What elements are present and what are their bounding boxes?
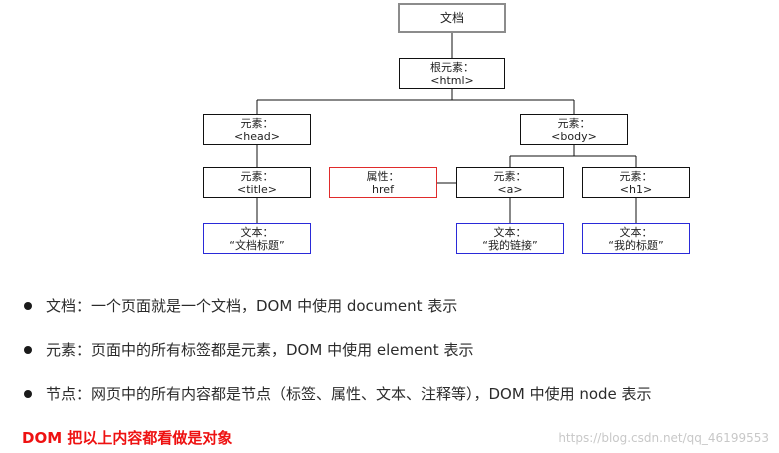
node-text-link: 文本： “我的链接” xyxy=(456,223,564,254)
node-html: 根元素： <html> xyxy=(399,58,505,89)
bullet-node-text: 节点：网页中的所有内容都是节点（标签、属性、文本、注释等），DOM 中使用 no… xyxy=(46,385,652,403)
tree-connectors xyxy=(256,32,637,223)
node-title-tag: <title> xyxy=(237,182,277,196)
bullet-document-text: 文档：一个页面就是一个文档，DOM 中使用 document 表示 xyxy=(46,297,458,315)
node-a-tag: <a> xyxy=(497,182,523,196)
bullet-element-text: 元素：页面中的所有标签都是元素，DOM 中使用 element 表示 xyxy=(46,341,474,359)
node-text-title: 文本： “文档标题” xyxy=(203,223,311,254)
node-html-tag: <html> xyxy=(430,73,474,87)
node-text-heading: 文本： “我的标题” xyxy=(582,223,690,254)
node-text-title-value: “文档标题” xyxy=(229,238,285,252)
node-head-tag: <head> xyxy=(234,129,280,143)
node-attribute-href: 属性： href xyxy=(329,167,437,198)
node-text-link-value: “我的链接” xyxy=(482,238,538,252)
node-html-kind: 根元素： xyxy=(430,60,474,74)
node-h1-tag: <h1> xyxy=(619,182,653,196)
node-head-kind: 元素： xyxy=(240,116,274,130)
node-attribute-name: href xyxy=(372,182,394,196)
node-head: 元素： <head> xyxy=(203,114,311,145)
dom-tree-diagram: 文档 根元素： <html> 元素： <head> 元素： <body> 元素：… xyxy=(203,3,690,254)
watermark-url: https://blog.csdn.net/qq_46199553 xyxy=(558,431,769,445)
node-title-kind: 元素： xyxy=(240,169,274,183)
node-body: 元素： <body> xyxy=(520,114,628,145)
bullet-dot-icon xyxy=(24,390,32,398)
node-a: 元素： <a> xyxy=(456,167,564,198)
node-a-kind: 元素： xyxy=(493,169,527,183)
node-h1: 元素： <h1> xyxy=(582,167,690,198)
bullet-dot-icon xyxy=(24,346,32,354)
node-document-label: 文档 xyxy=(439,10,464,25)
bullet-dot-icon xyxy=(24,302,32,310)
node-body-tag: <body> xyxy=(551,129,597,143)
node-body-kind: 元素： xyxy=(557,116,591,130)
summary-note: DOM 把以上内容都看做是对象 xyxy=(22,429,233,447)
node-text-link-kind: 文本： xyxy=(493,225,527,239)
node-h1-kind: 元素： xyxy=(619,169,653,183)
node-attribute-kind: 属性： xyxy=(366,169,400,183)
node-document: 文档 xyxy=(398,3,506,33)
node-text-heading-kind: 文本： xyxy=(619,225,653,239)
node-title: 元素： <title> xyxy=(203,167,311,198)
node-text-title-kind: 文本： xyxy=(240,225,274,239)
node-text-heading-value: “我的标题” xyxy=(608,238,664,252)
